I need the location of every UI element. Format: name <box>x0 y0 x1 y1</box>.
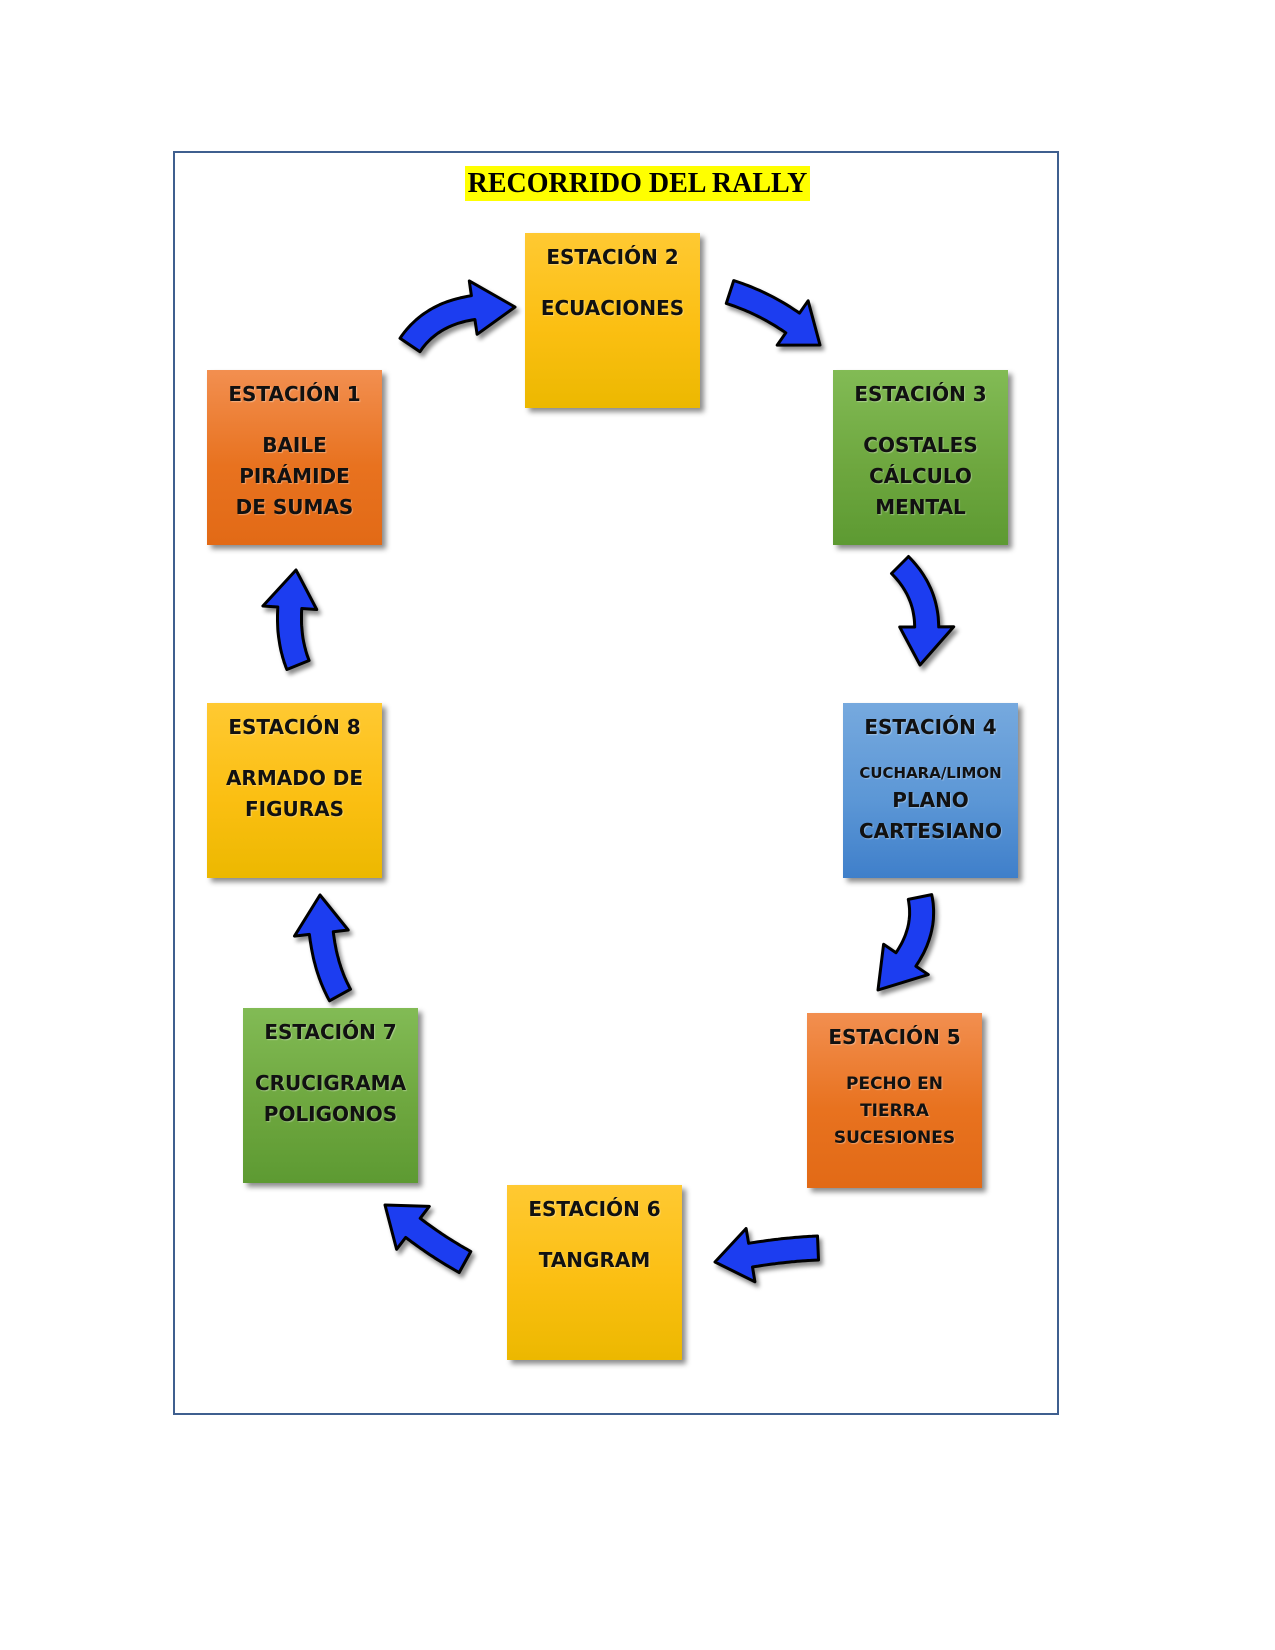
station-5-activity: PECHO EN TIERRA SUCESIONES <box>834 1071 955 1152</box>
station-6-heading: ESTACIÓN 6 <box>528 1197 661 1221</box>
station-7-activity: CRUCIGRAMA POLIGONOS <box>255 1068 406 1130</box>
diagram-title-wrap: RECORRIDO DEL RALLY <box>0 166 1275 201</box>
arrow-8-to-1 <box>261 568 319 671</box>
station-8-line-2: FIGURAS <box>244 797 345 821</box>
station-7-heading: ESTACIÓN 7 <box>264 1020 397 1044</box>
station-4: ESTACIÓN 4 CUCHARA/LIMON PLANO CARTESIAN… <box>843 703 1018 878</box>
arrow-5-to-6 <box>713 1227 820 1284</box>
station-2-line-1: ECUACIONES <box>540 296 685 320</box>
station-3-line-3: MENTAL <box>875 495 966 519</box>
station-5-line-3: SUCESIONES <box>833 1128 956 1148</box>
station-4-line-3: CARTESIANO <box>858 819 1003 843</box>
arrow-2-to-3 <box>724 279 822 347</box>
station-2-heading: ESTACIÓN 2 <box>546 245 679 269</box>
diagram-frame <box>173 151 1059 1415</box>
station-1: ESTACIÓN 1 BAILE PIRÁMIDE DE SUMAS <box>207 370 382 545</box>
station-1-line-2: PIRÁMIDE <box>239 464 350 488</box>
station-7-line-2: POLIGONOS <box>263 1102 398 1126</box>
station-8: ESTACIÓN 8 ARMADO DE FIGURAS <box>207 703 382 878</box>
station-7: ESTACIÓN 7 CRUCIGRAMA POLIGONOS <box>243 1008 418 1183</box>
station-1-heading: ESTACIÓN 1 <box>228 382 361 406</box>
station-1-line-1: BAILE <box>262 433 327 457</box>
station-8-activity: ARMADO DE FIGURAS <box>226 763 363 825</box>
arrow-7-to-8 <box>293 893 352 1003</box>
arrow-1-to-2 <box>398 279 517 354</box>
station-2: ESTACIÓN 2 ECUACIONES <box>525 233 700 408</box>
station-4-heading: ESTACIÓN 4 <box>864 715 997 739</box>
station-5-heading: ESTACIÓN 5 <box>828 1025 961 1049</box>
arrow-6-to-7 <box>383 1203 473 1274</box>
arrow-3-to-4 <box>890 555 956 667</box>
station-3: ESTACIÓN 3 COSTALES CÁLCULO MENTAL <box>833 370 1008 545</box>
station-3-activity: COSTALES CÁLCULO MENTAL <box>863 430 977 523</box>
station-4-line-2: PLANO <box>892 788 969 812</box>
station-6-line-1: TANGRAM <box>538 1248 651 1272</box>
station-4-activity: CUCHARA/LIMON PLANO CARTESIANO <box>859 761 1002 847</box>
station-2-activity: ECUACIONES <box>541 293 684 324</box>
station-8-line-1: ARMADO DE <box>225 766 364 790</box>
station-6-activity: TANGRAM <box>539 1245 651 1276</box>
station-1-line-3: DE SUMAS <box>235 495 354 519</box>
arrow-4-to-5 <box>876 893 936 992</box>
station-3-line-2: CÁLCULO <box>869 464 972 488</box>
station-3-heading: ESTACIÓN 3 <box>854 382 987 406</box>
station-6: ESTACIÓN 6 TANGRAM <box>507 1185 682 1360</box>
station-4-line-1: CUCHARA/LIMON <box>859 764 1002 782</box>
station-8-heading: ESTACIÓN 8 <box>228 715 361 739</box>
diagram-title: RECORRIDO DEL RALLY <box>464 166 811 201</box>
station-3-line-1: COSTALES <box>863 433 978 457</box>
station-7-line-1: CRUCIGRAMA <box>254 1071 407 1095</box>
station-5-line-1: PECHO EN <box>846 1074 943 1094</box>
station-1-activity: BAILE PIRÁMIDE DE SUMAS <box>236 430 354 523</box>
station-5: ESTACIÓN 5 PECHO EN TIERRA SUCESIONES <box>807 1013 982 1188</box>
station-5-line-2: TIERRA <box>860 1101 929 1121</box>
